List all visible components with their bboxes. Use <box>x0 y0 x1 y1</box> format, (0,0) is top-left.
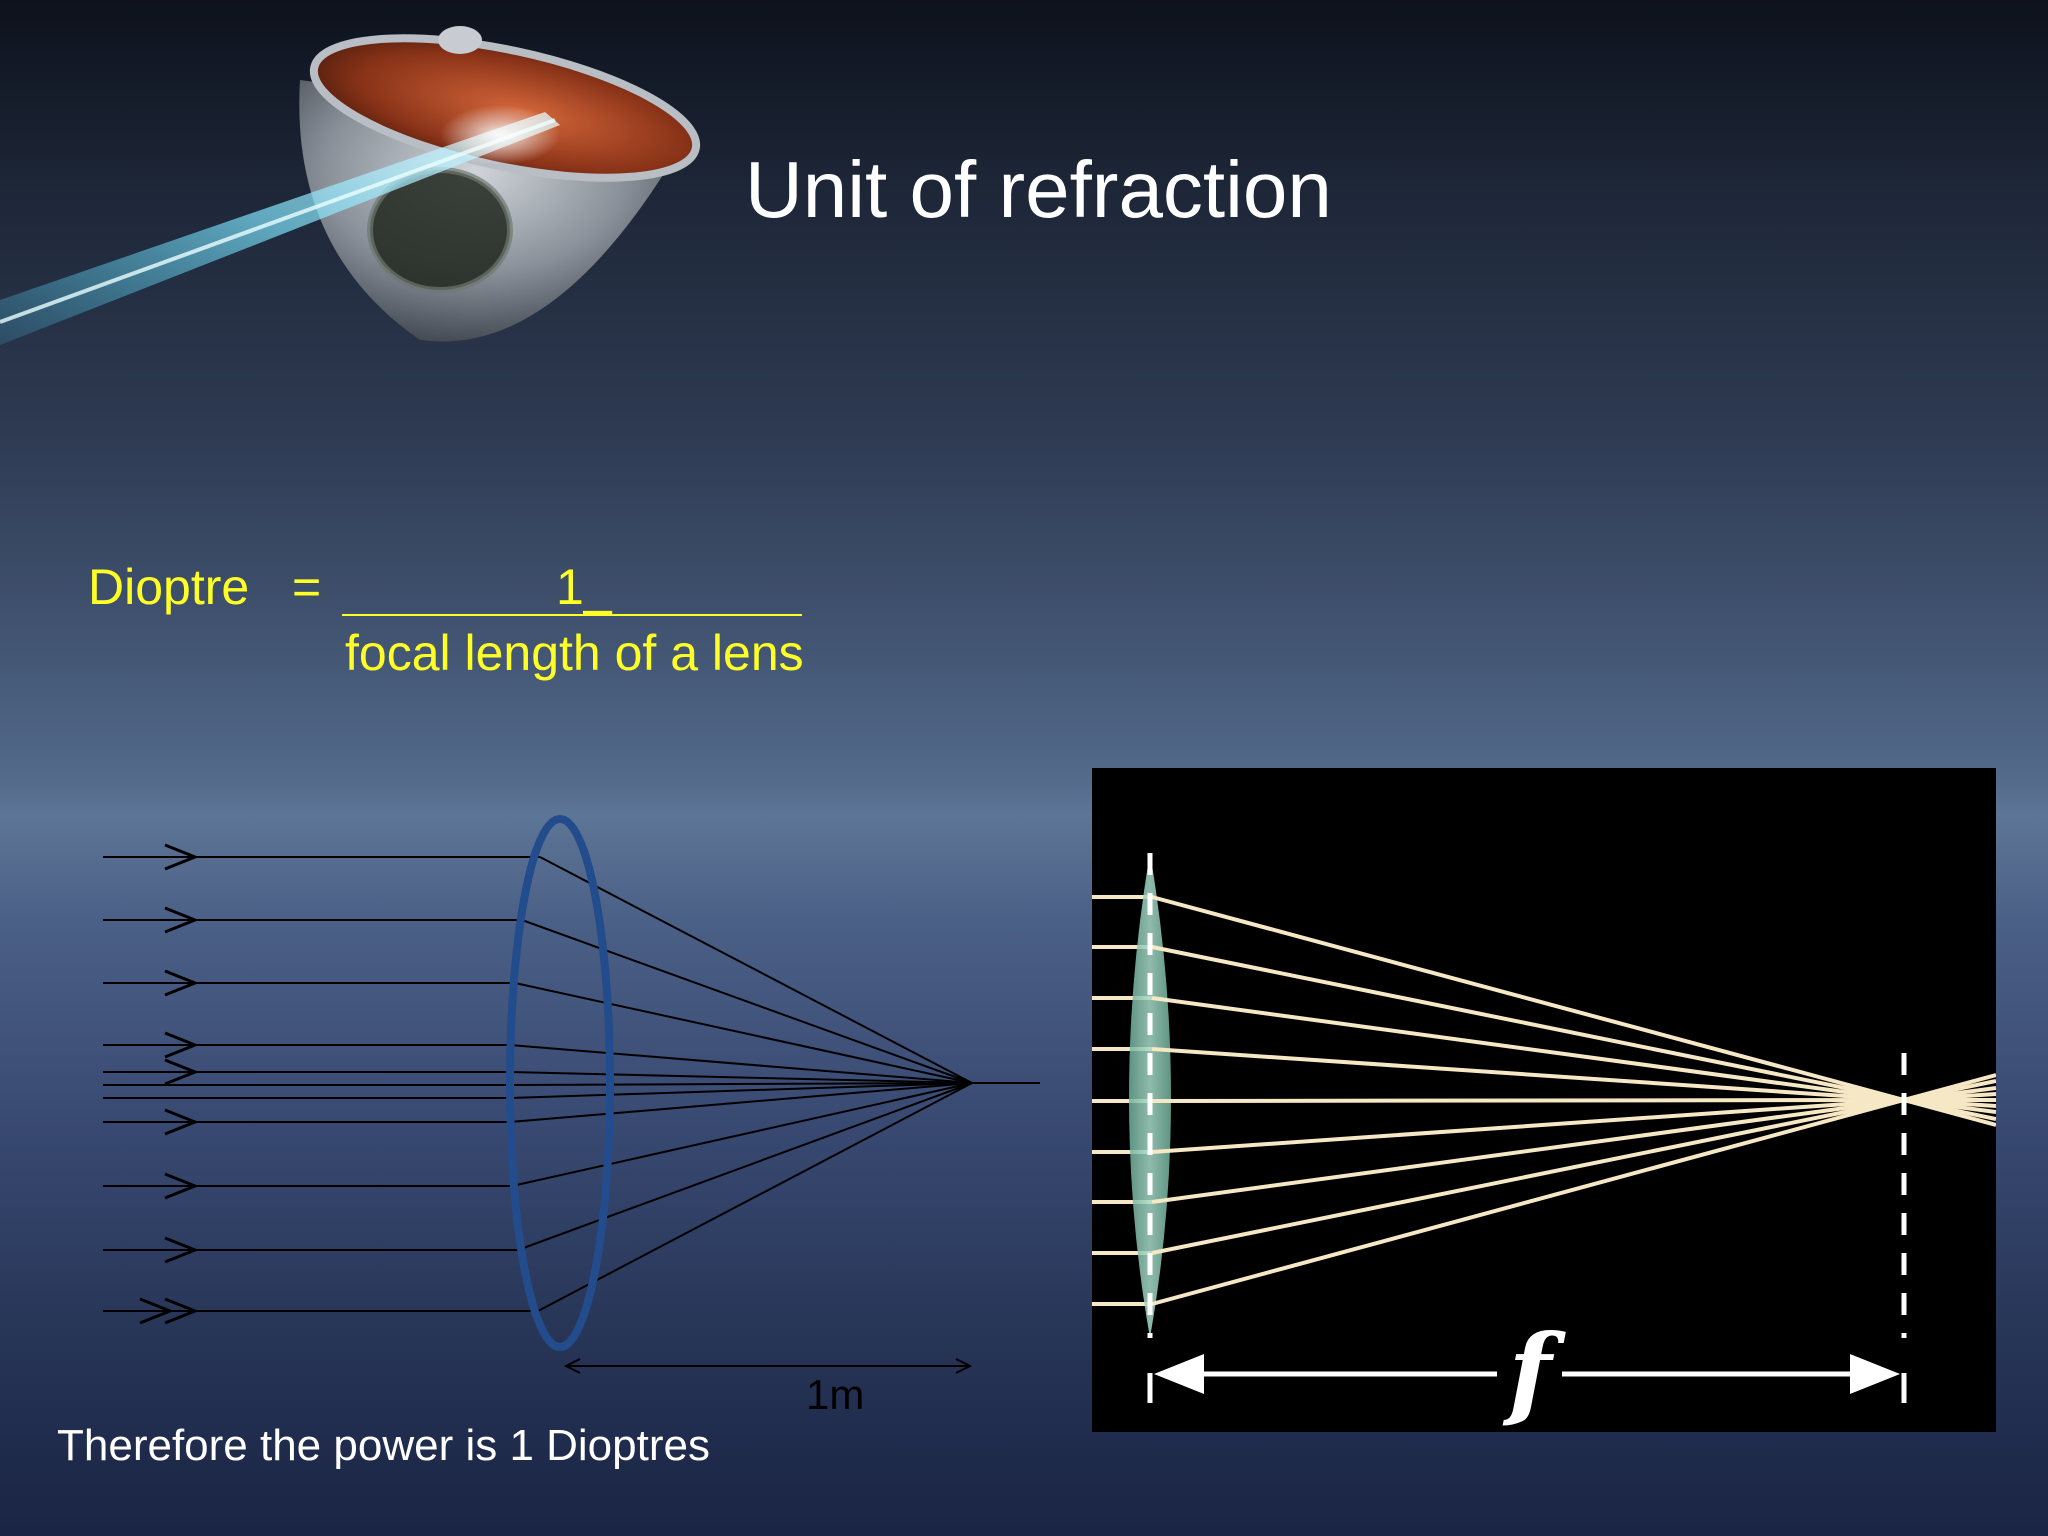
ray-diagram-left <box>103 815 1040 1374</box>
eye-globe <box>299 26 701 342</box>
refracted-rays <box>509 856 1040 1312</box>
convex-lens <box>506 815 614 1351</box>
formula-equals-sign: = <box>292 559 322 615</box>
eye-illustration <box>0 26 701 345</box>
distance-label: 1m <box>806 1371 865 1418</box>
light-glow <box>440 105 560 165</box>
converging-rays <box>1151 895 1996 1306</box>
formula-fraction-bar <box>342 614 802 616</box>
formula-numerator: 1_ <box>556 559 612 615</box>
focal-length-diagram: f <box>1092 768 1996 1432</box>
formula-denominator: focal length of a lens <box>345 625 804 681</box>
incoming-rays <box>103 856 540 1312</box>
slide-title: Unit of refraction <box>745 145 1332 234</box>
ray-arrowheads <box>139 843 200 1325</box>
focal-symbol: f <box>1502 1312 1566 1430</box>
formula-dioptre-label: Dioptre <box>88 559 250 615</box>
distance-arrow <box>563 1358 973 1374</box>
focal-length-arrow <box>1147 1354 1907 1403</box>
conclusion-text: Therefore the power is 1 Dioptres <box>57 1421 710 1470</box>
